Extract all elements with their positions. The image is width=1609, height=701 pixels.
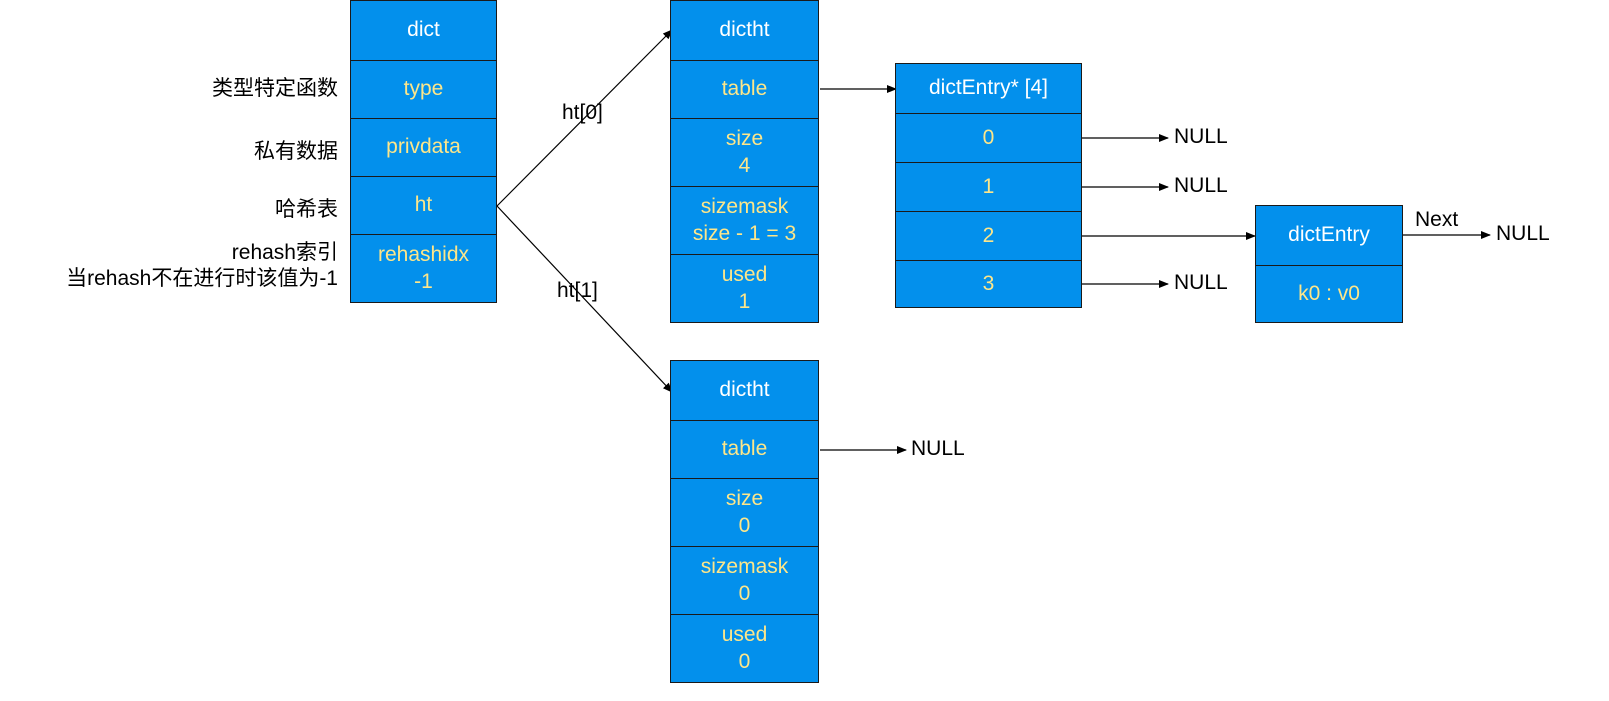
dict-ht: ht	[350, 176, 497, 235]
label-ht: 哈希表	[275, 198, 338, 221]
edge-label-next: Next	[1415, 208, 1459, 231]
label-privdata: 私有数据	[254, 140, 338, 163]
entry-header: dictEntry	[1255, 205, 1403, 266]
dict-privdata: privdata	[350, 118, 497, 177]
dict-type: type	[350, 60, 497, 119]
dictht1-header: dictht	[670, 360, 819, 421]
slot-0: 0	[895, 113, 1082, 163]
arrow-ht0	[496, 29, 673, 207]
entry-kv: k0 : v0	[1255, 265, 1403, 323]
edge-label-ht1: ht[1]	[557, 279, 598, 302]
dictht0-header: dictht	[670, 0, 819, 61]
edge-label-ht0: ht[0]	[562, 101, 603, 124]
dictht1-table: table	[670, 420, 819, 479]
dictht0-table: table	[670, 60, 819, 119]
label-type: 类型特定函数	[212, 77, 338, 100]
null-table1: NULL	[911, 437, 965, 460]
slot-3: 3	[895, 260, 1082, 308]
null-slot1: NULL	[1174, 174, 1228, 197]
null-next: NULL	[1496, 222, 1550, 245]
dict-header: dict	[350, 0, 497, 61]
null-slot0: NULL	[1174, 125, 1228, 148]
slot-1: 1	[895, 162, 1082, 212]
dict-rehashidx: rehashidx-1	[350, 234, 497, 303]
arrow-ht1	[496, 205, 673, 393]
null-slot3: NULL	[1174, 271, 1228, 294]
entries-header: dictEntry* [4]	[895, 63, 1082, 114]
slot-2: 2	[895, 211, 1082, 261]
label-rehashidx: rehash索引当rehash不在进行时该值为-1	[66, 241, 338, 291]
